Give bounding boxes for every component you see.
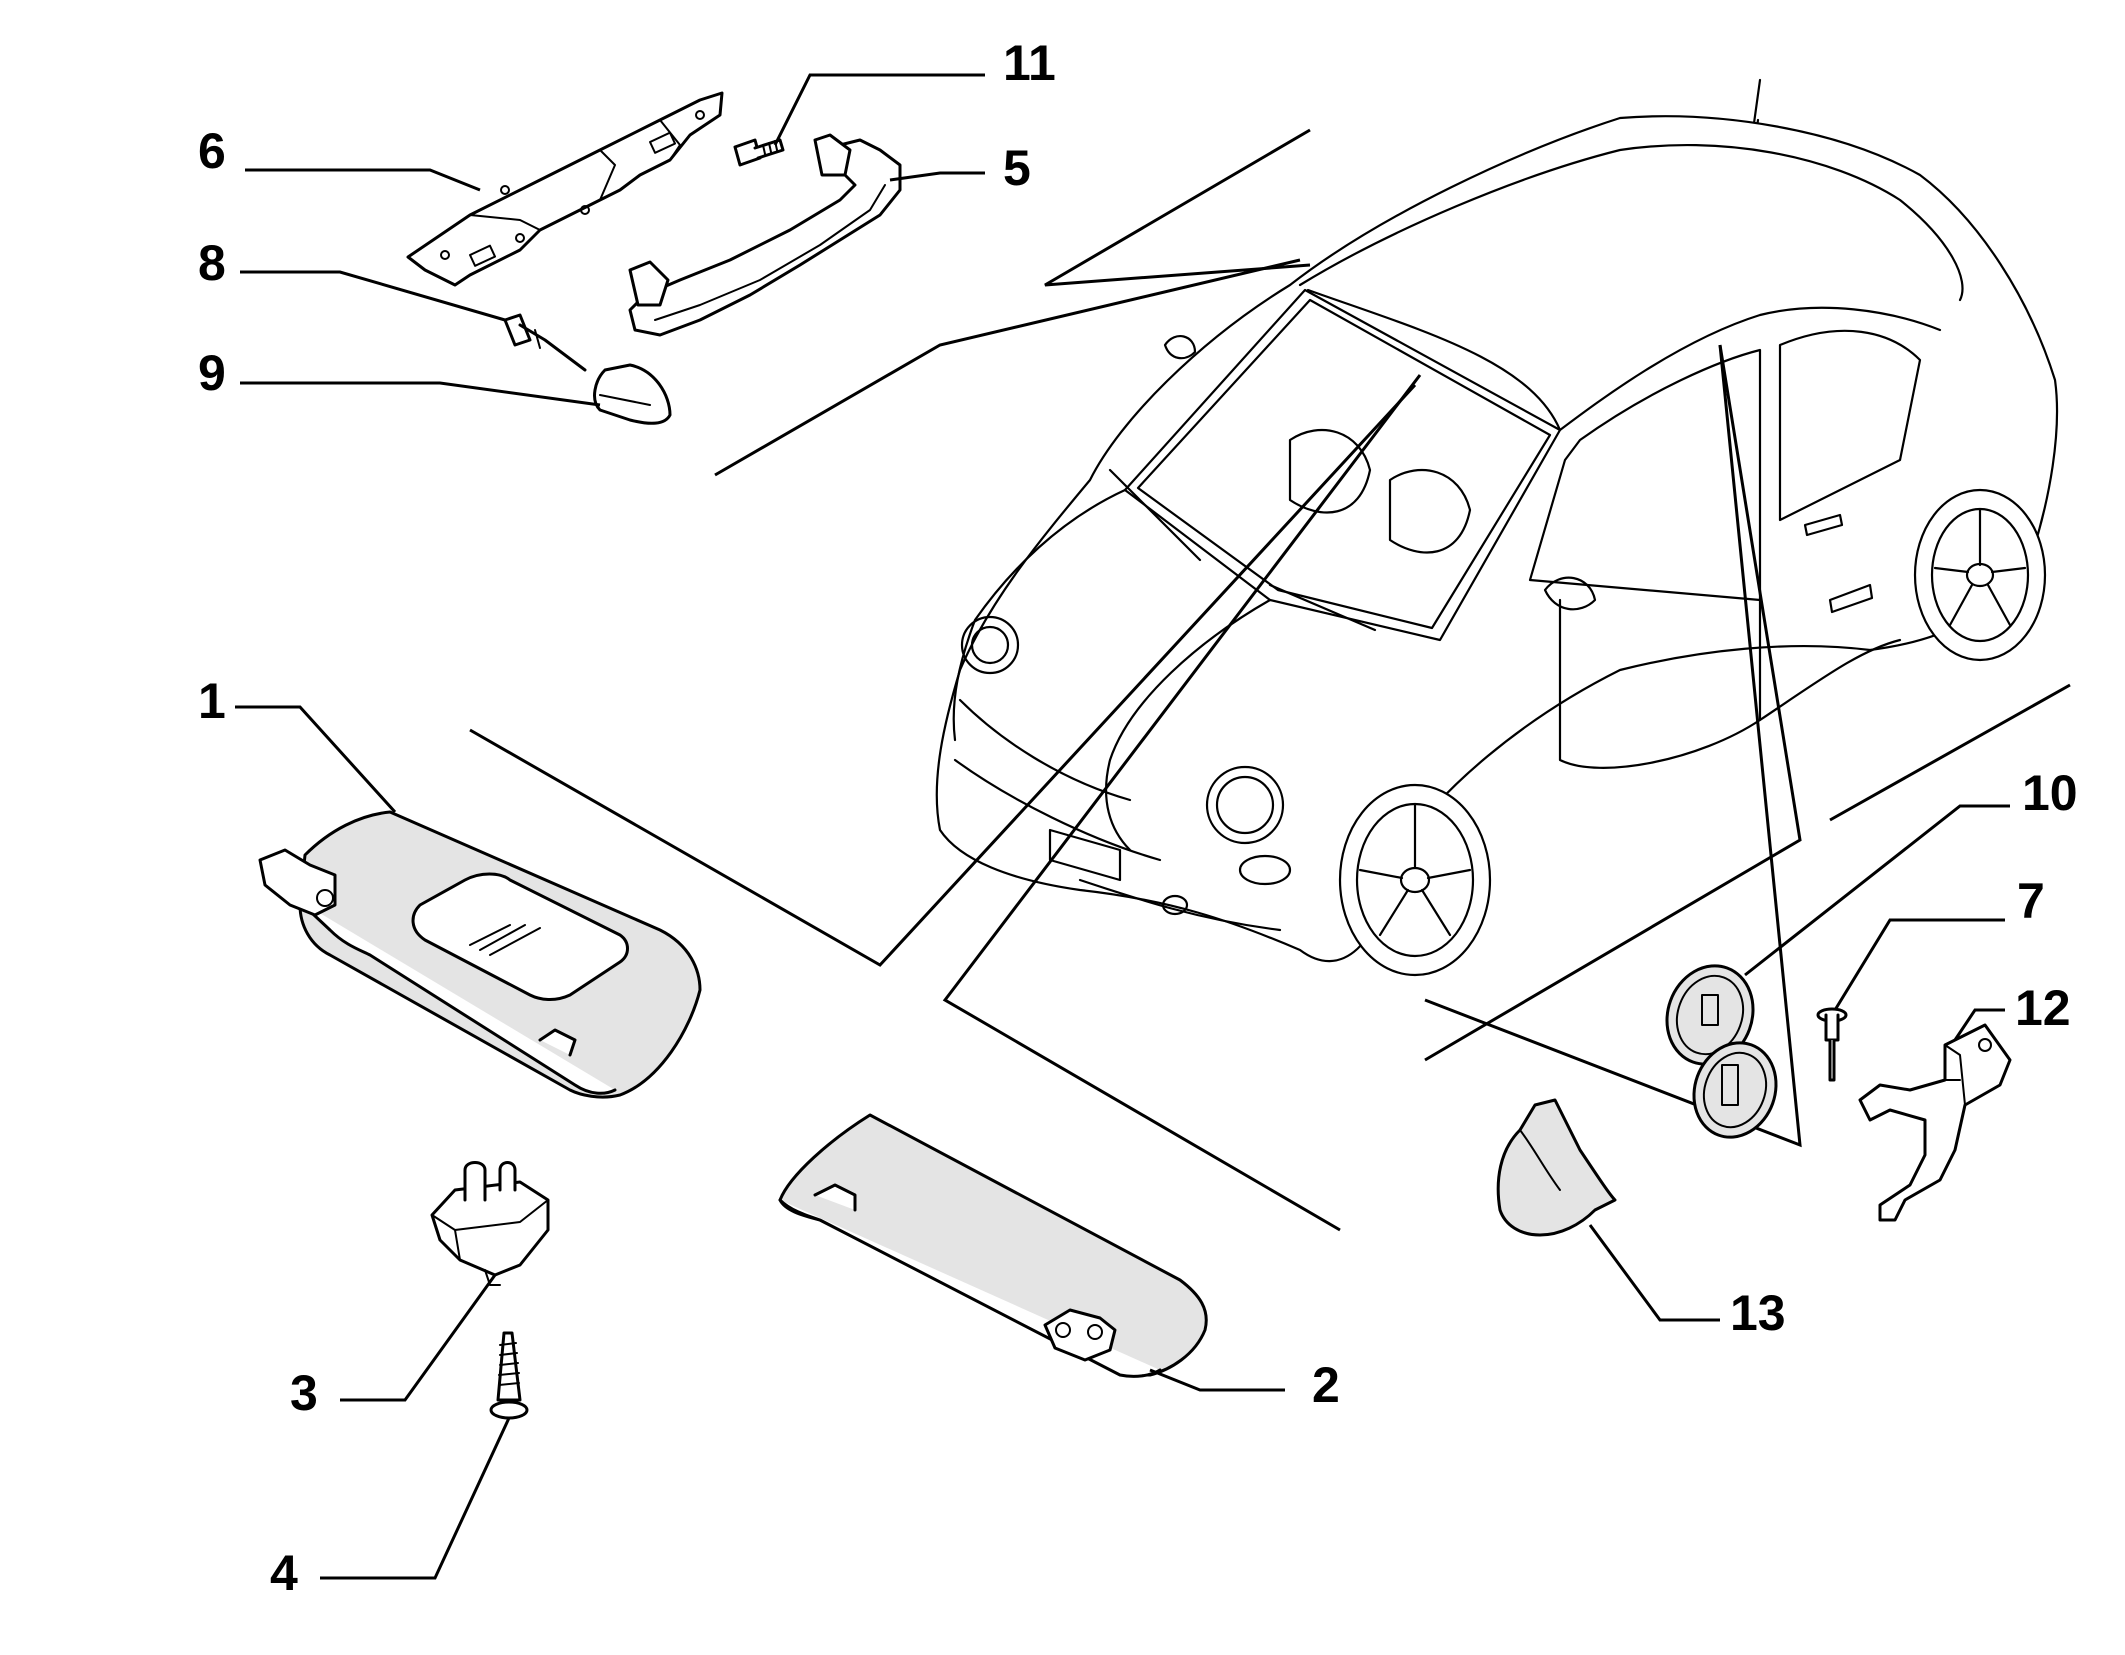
callout-12: 12 (2015, 980, 2071, 1036)
part-2-sun-visor (778, 1113, 1208, 1378)
car-illustration (935, 78, 2059, 977)
view-lines (469, 128, 2071, 1232)
leader-9 (240, 381, 601, 407)
part-4-screw (489, 1331, 529, 1420)
callout-8: 8 (198, 235, 226, 291)
part-8-clip (503, 313, 587, 372)
callout-4: 4 (270, 1545, 298, 1601)
part-10-mirror-cap (1665, 964, 1778, 1139)
callout-10: 10 (2022, 765, 2078, 821)
callout-labels: 1 2 3 4 5 6 7 8 9 10 11 12 13 (198, 35, 2078, 1601)
leader-8 (240, 270, 506, 322)
callout-2: 2 (1312, 1357, 1340, 1413)
part-13-cover (1496, 1098, 1617, 1237)
part-6-roof-bracket (406, 91, 724, 287)
part-12-bracket (1858, 1023, 2012, 1222)
part-5-grab-handle (628, 133, 902, 337)
leader-12 (1953, 1008, 2005, 1041)
leader-2 (1149, 1368, 1285, 1392)
leader-7 (1833, 918, 2005, 1011)
part-9-cover-cap (593, 363, 672, 425)
callout-5: 5 (1003, 140, 1031, 196)
leader-4 (320, 1417, 511, 1580)
part-1-sun-visor (258, 810, 702, 1099)
leader-5 (889, 171, 985, 182)
leader-10 (1744, 804, 2010, 977)
callout-1: 1 (198, 673, 226, 729)
callout-13: 13 (1730, 1285, 1786, 1341)
part-3-visor-support (430, 1161, 550, 1286)
callout-11: 11 (1003, 35, 1056, 91)
leader-11 (773, 73, 985, 146)
callout-7: 7 (2017, 873, 2045, 929)
callout-6: 6 (198, 123, 226, 179)
leader-lines (235, 73, 2010, 1580)
leader-13 (1588, 1224, 1720, 1322)
callout-3: 3 (290, 1365, 318, 1421)
callout-9: 9 (198, 345, 226, 401)
leader-1 (235, 705, 397, 814)
part-7-rivet (1816, 1007, 1848, 1082)
leader-6 (245, 168, 481, 192)
leader-3 (340, 1274, 497, 1402)
